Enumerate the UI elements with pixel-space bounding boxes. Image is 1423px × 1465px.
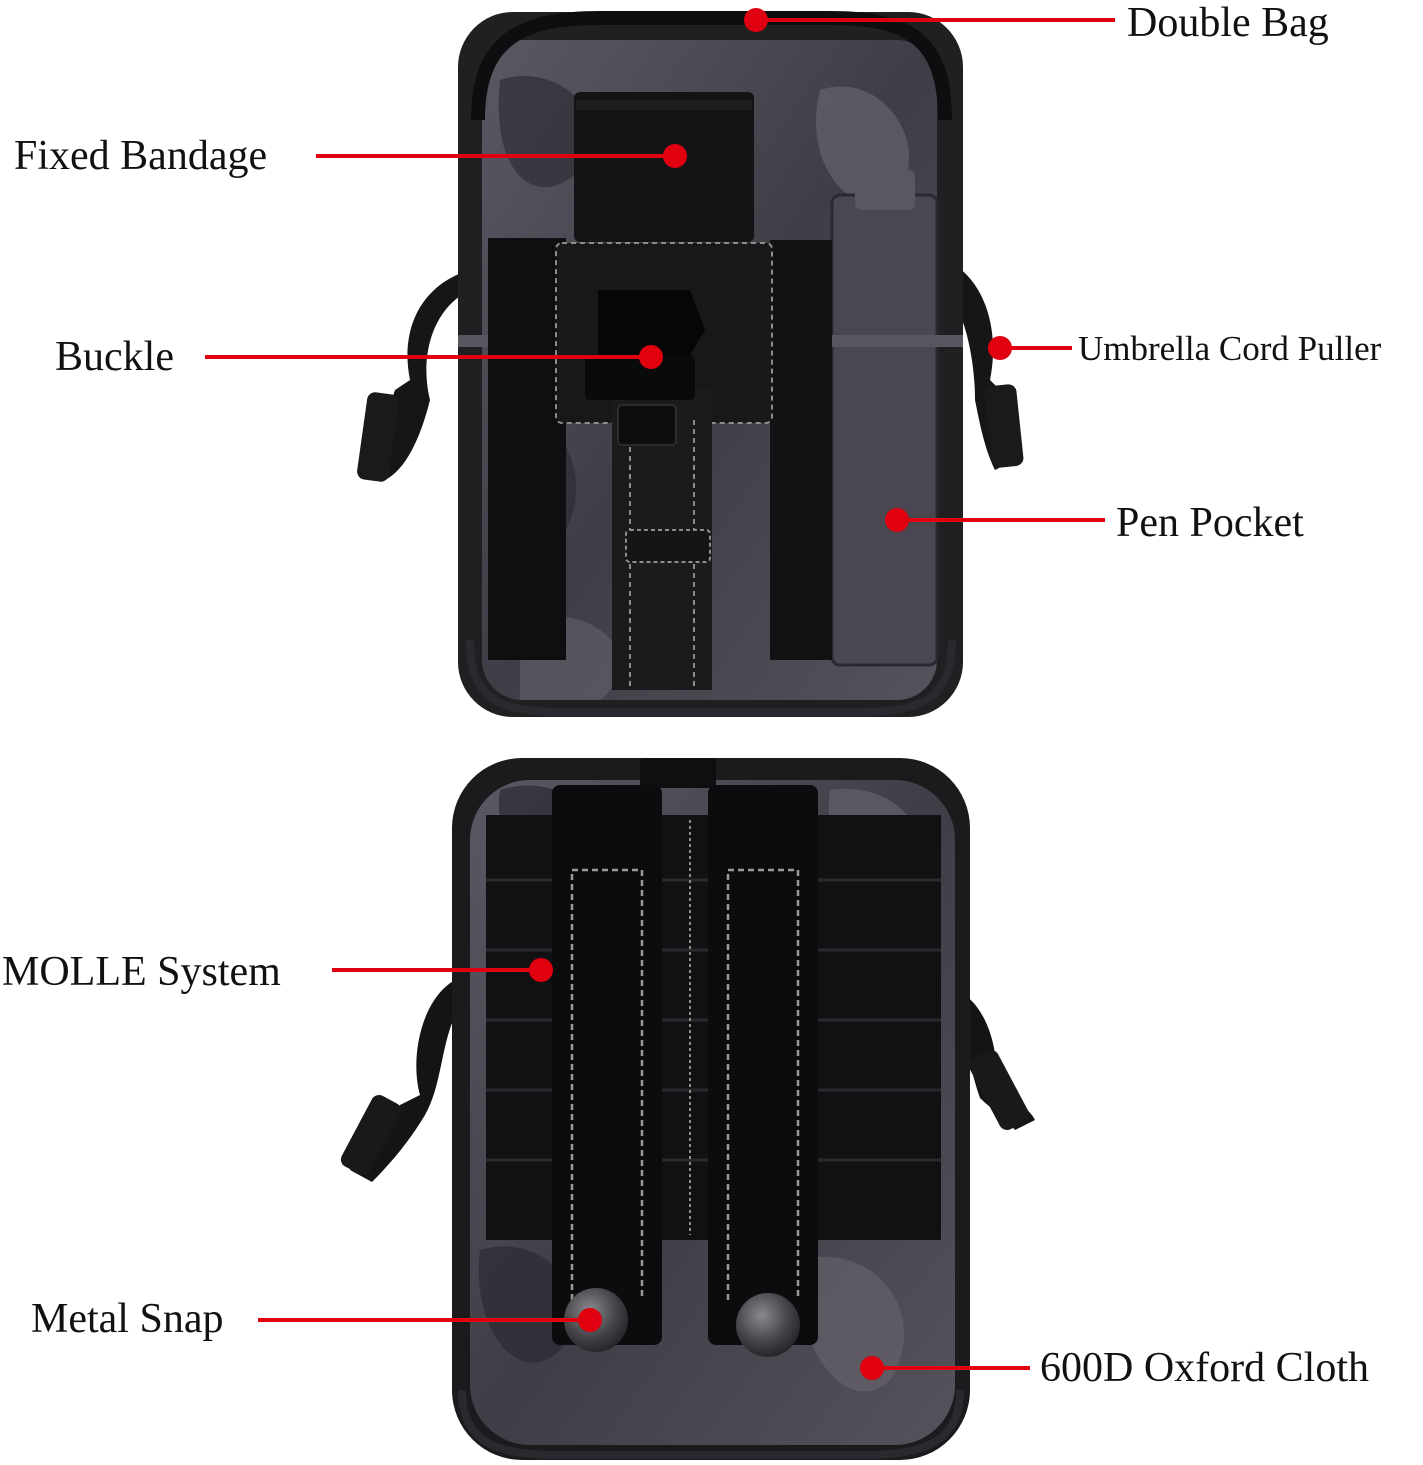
callout-dot-double-bag <box>744 8 768 32</box>
fixed-bandage-strap <box>574 92 754 242</box>
molle-strap-right <box>708 785 818 1345</box>
side-webbing <box>488 238 566 660</box>
label-double-bag: Double Bag <box>1127 0 1329 46</box>
callout-dot-umbrella-cord <box>988 336 1012 360</box>
metal-snap-right <box>736 1293 800 1357</box>
label-umbrella-cord-puller: Umbrella Cord Puller <box>1078 329 1382 368</box>
callout-dot-pen-pocket <box>885 508 909 532</box>
pen-pocket-panel <box>830 193 939 667</box>
label-metal-snap: Metal Snap <box>31 1296 224 1342</box>
callout-dot-buckle <box>639 345 663 369</box>
label-pen-pocket: Pen Pocket <box>1116 500 1304 546</box>
callout-dot-metal-snap <box>578 1308 602 1332</box>
molle-strap-left <box>552 785 662 1345</box>
bag-front-view <box>357 11 1024 717</box>
callout-dot-oxford-cloth <box>860 1356 884 1380</box>
callout-dot-molle <box>529 958 553 982</box>
label-molle-system: MOLLE System <box>2 949 281 995</box>
callout-dot-fixed-bandage <box>663 144 687 168</box>
bag-back-view <box>340 758 1035 1460</box>
label-fixed-bandage: Fixed Bandage <box>14 133 268 179</box>
callout-markers <box>205 8 1115 1380</box>
label-oxford-cloth: 600D Oxford Cloth <box>1040 1345 1369 1391</box>
label-buckle: Buckle <box>55 334 174 380</box>
plastic-buckle <box>598 290 705 355</box>
